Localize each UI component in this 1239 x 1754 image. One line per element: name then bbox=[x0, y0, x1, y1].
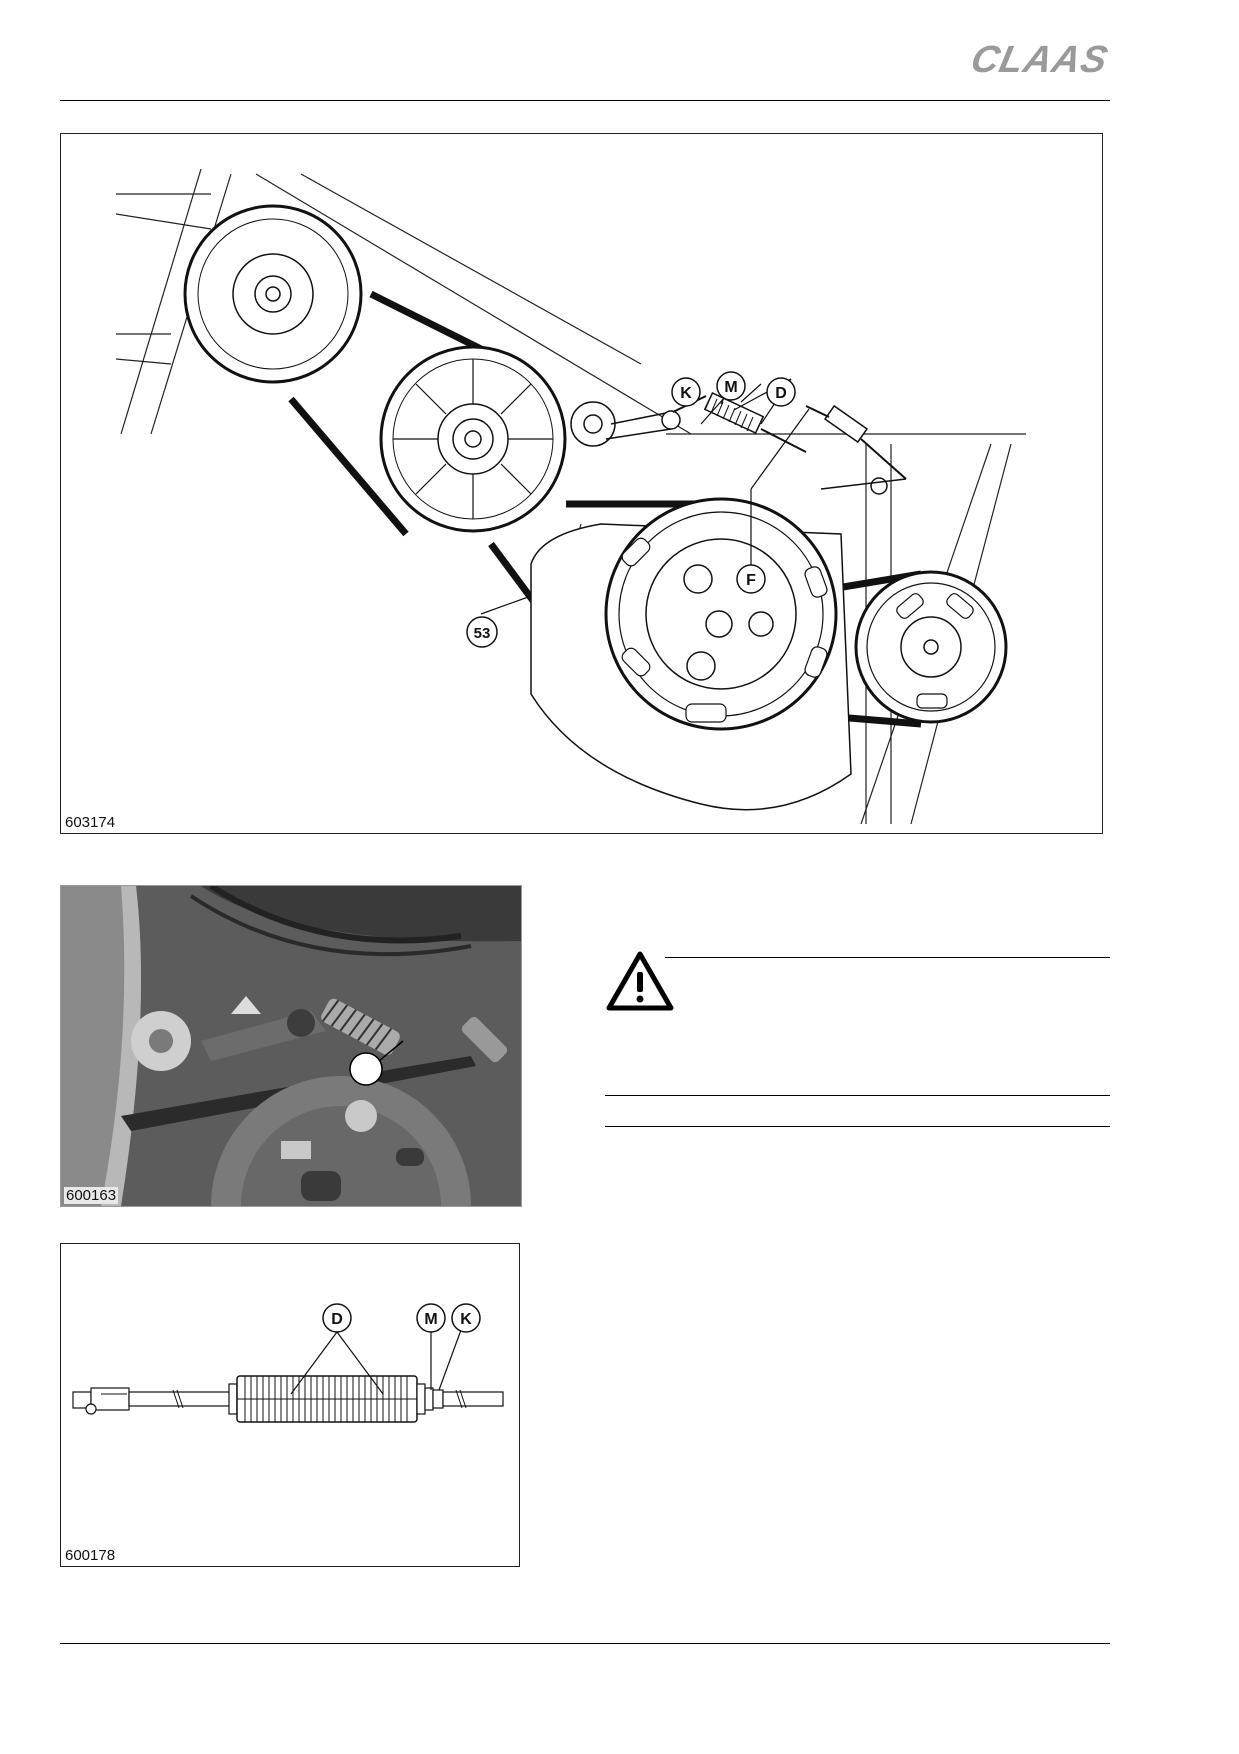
callout-d: D bbox=[775, 385, 787, 402]
callout-53: 53 bbox=[474, 625, 491, 642]
detail-callout-k-circle bbox=[451, 1303, 481, 1333]
photo-callout-circle bbox=[349, 1052, 383, 1086]
figure-600178: D M K 600178 bbox=[60, 1243, 520, 1567]
callout-m: M bbox=[724, 379, 737, 396]
figure-id: 600178 bbox=[65, 1547, 116, 1564]
figure-id: 603174 bbox=[65, 814, 116, 831]
svg-text:CLAAS: CLAAS bbox=[967, 38, 1112, 81]
figure-id: 600163 bbox=[64, 1187, 119, 1204]
footer-rule bbox=[60, 1643, 1110, 1644]
callout-m-circle bbox=[716, 371, 746, 401]
warning-top-rule bbox=[665, 957, 1110, 958]
detail-callout-d: D bbox=[331, 1311, 343, 1328]
section-rule bbox=[605, 1126, 1110, 1127]
callout-f: F bbox=[746, 572, 756, 589]
callout-k-circle bbox=[671, 377, 701, 407]
callout-k: K bbox=[680, 385, 692, 402]
header-rule bbox=[60, 100, 1110, 101]
belt-drive-drawing: K M D F 53 bbox=[115, 168, 1026, 825]
detail-callout-d-circle bbox=[322, 1303, 352, 1333]
callout-d-circle bbox=[766, 377, 796, 407]
warning-triangle-icon bbox=[605, 950, 675, 1012]
detail-callout-m: M bbox=[424, 1311, 437, 1328]
callout-53-circle bbox=[466, 616, 498, 648]
claas-logo: CLAAS bbox=[945, 34, 1115, 82]
detail-callout-k: K bbox=[460, 1311, 472, 1328]
detail-callout-m-circle bbox=[416, 1303, 446, 1333]
tensioner-photo bbox=[61, 886, 521, 1206]
figure-603174: K M D F 53 603174 bbox=[60, 133, 1103, 834]
figure-600163-photo: 600163 bbox=[60, 885, 522, 1207]
warning-bottom-rule bbox=[605, 1095, 1110, 1096]
claas-logo-mark: CLAAS bbox=[967, 38, 1112, 81]
callout-f-circle bbox=[736, 564, 766, 594]
tensioner-detail-drawing: D M K bbox=[72, 1303, 504, 1423]
